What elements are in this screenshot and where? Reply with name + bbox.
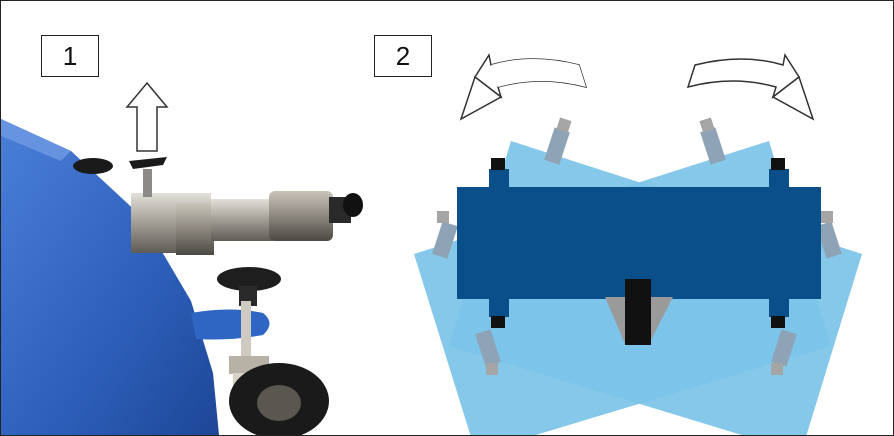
knob-caster	[217, 267, 281, 291]
machine-body	[1, 119, 219, 435]
step-1-number: 1	[62, 40, 78, 71]
pin-shaft	[143, 169, 152, 197]
t-handle	[129, 157, 167, 169]
step-2-number: 2	[395, 40, 411, 71]
knob-left	[73, 158, 113, 174]
block-br	[771, 316, 785, 328]
center-post	[625, 279, 651, 345]
step-2-label: 2	[374, 35, 432, 77]
block-bl	[491, 316, 505, 328]
block-tr	[771, 158, 785, 170]
curved-arrow-right-icon	[686, 53, 801, 100]
blue-plate	[191, 309, 270, 340]
machine-photo	[1, 81, 363, 435]
spindle-sleeve	[211, 199, 273, 241]
step-1-label: 1	[41, 35, 99, 77]
up-arrow-icon	[125, 81, 169, 152]
block-tl	[491, 158, 505, 170]
schematic	[414, 53, 862, 435]
spindle-head	[269, 191, 333, 241]
bolts	[432, 117, 842, 375]
